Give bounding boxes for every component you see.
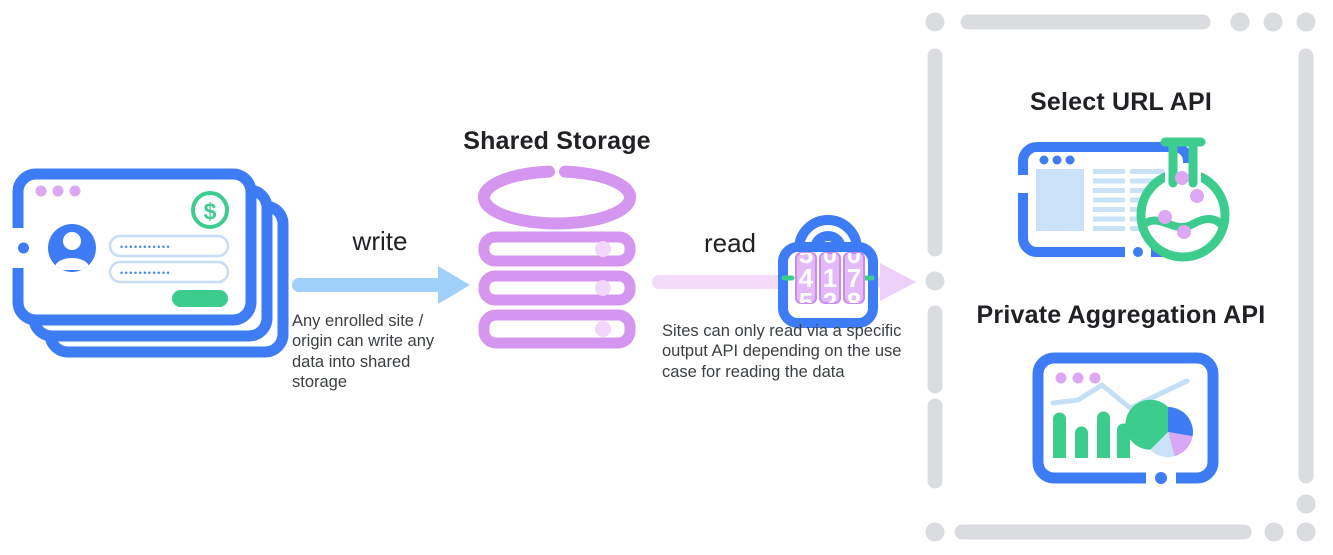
flask-icon — [1136, 137, 1230, 262]
write-arrow-icon — [292, 266, 470, 304]
private-aggregation-api-icon — [1032, 352, 1219, 484]
flask-bubbles — [1158, 171, 1204, 239]
combination-lock-icon: 5 4 5 0 1 2 0 7 8 — [778, 215, 878, 328]
svg-text:•••••••••••: ••••••••••• — [120, 242, 171, 252]
window-controls-icon — [35, 185, 81, 197]
hero-block — [1036, 169, 1084, 231]
window-controls-icon — [1055, 372, 1101, 384]
select-url-api-icon — [1016, 137, 1230, 262]
lock-digit: 7 — [847, 263, 861, 293]
svg-text:0: 0 — [823, 239, 837, 269]
svg-text:8: 8 — [847, 287, 861, 317]
svg-text:5: 5 — [799, 239, 813, 269]
submit-button-icon — [172, 290, 228, 307]
browser-stack-icon: $ ••••••••••• ••••••••••• — [11, 168, 289, 358]
database-icon — [478, 165, 636, 349]
svg-text:5: 5 — [799, 287, 813, 317]
avatar-icon — [48, 224, 96, 272]
border-notch-dot — [18, 242, 29, 254]
shared-storage-title: Shared Storage — [463, 127, 651, 155]
lock-shackle — [794, 215, 862, 254]
svg-text:•••••••••••: ••••••••••• — [120, 268, 171, 278]
svg-text:$: $ — [204, 199, 217, 225]
lock-digit: 1 — [823, 263, 837, 293]
window-controls-icon — [1039, 155, 1075, 165]
svg-text:2: 2 — [823, 287, 837, 317]
lock-dials: 5 4 5 0 1 2 0 7 8 — [781, 239, 875, 317]
bar-chart — [1053, 411, 1130, 458]
lock-digit: 4 — [799, 263, 814, 293]
write-label: write — [352, 226, 408, 256]
pie-chart — [1125, 399, 1193, 458]
select-url-api-title: Select URL API — [1029, 88, 1213, 116]
read-caption: Sites can only read via a specific outpu… — [662, 322, 902, 381]
read-label: read — [703, 228, 757, 258]
svg-text:0: 0 — [847, 239, 861, 269]
password-field: ••••••••••• — [108, 260, 230, 284]
write-caption: Any enrolled site / origin can write any… — [292, 312, 435, 392]
password-field: ••••••••••• — [108, 234, 230, 258]
private-aggregation-api-title: Private Aggregation API — [976, 301, 1266, 329]
dollar-icon: $ — [191, 191, 229, 229]
line-chart — [1050, 378, 1190, 411]
border-notch — [11, 228, 24, 268]
